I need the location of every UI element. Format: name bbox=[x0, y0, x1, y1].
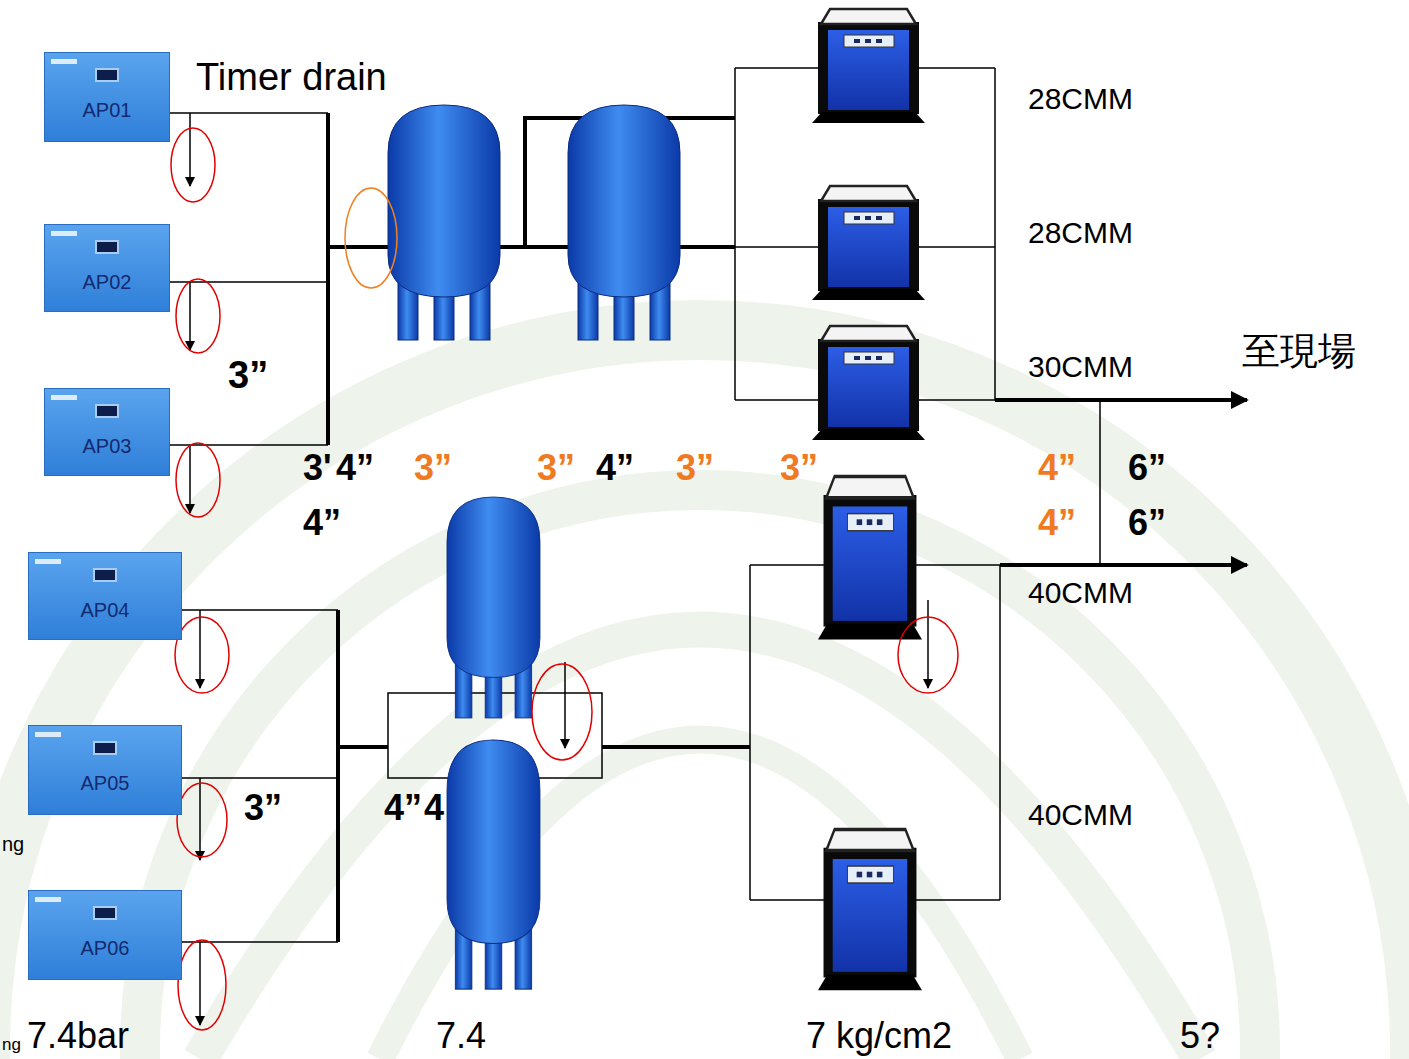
pipe-annotation: 28CMM bbox=[1028, 218, 1133, 248]
pipe-annotation: 6” bbox=[1128, 450, 1166, 486]
control-screen bbox=[93, 741, 117, 755]
pipe-annotation: Timer drain bbox=[196, 58, 387, 96]
pipe-annotation: 3” bbox=[676, 450, 714, 486]
control-screen bbox=[95, 68, 119, 82]
unit-name: AP05 bbox=[29, 772, 181, 794]
drain-arrows bbox=[190, 113, 928, 1025]
pipe-annotation: 3” bbox=[228, 356, 268, 394]
pipe-annotation: 4” bbox=[596, 450, 634, 486]
pipe-annotation: 7.4bar bbox=[27, 1018, 129, 1054]
pipe-annotation: 3' bbox=[303, 450, 332, 486]
dryers bbox=[812, 9, 925, 990]
pipe-annotation: 7.4 bbox=[436, 1018, 486, 1054]
pipe-annotation: 30CMM bbox=[1028, 352, 1133, 382]
unit-name: AP01 bbox=[45, 99, 169, 121]
unit-name: AP03 bbox=[45, 435, 169, 457]
pipe-annotation: ng bbox=[2, 1036, 21, 1053]
compressor-unit: AP03 bbox=[44, 388, 170, 476]
control-screen bbox=[93, 906, 117, 920]
pipe-annotation: 5? bbox=[1180, 1018, 1220, 1054]
brand-strip bbox=[51, 231, 77, 236]
compressor-unit: AP01 bbox=[44, 52, 170, 142]
watermark bbox=[0, 330, 1409, 1059]
brand-strip bbox=[51, 395, 77, 400]
compressor-unit: AP05 bbox=[28, 725, 182, 815]
pipe-annotation: 40CMM bbox=[1028, 578, 1133, 608]
brand-strip bbox=[35, 897, 61, 902]
pipe-annotation: 至現場 bbox=[1242, 332, 1356, 370]
pipe-annotation: 3” bbox=[537, 450, 575, 486]
compressor-unit: AP06 bbox=[28, 890, 182, 980]
pipe-annotation: 3” bbox=[780, 450, 818, 486]
pipe-annotation: 4” bbox=[303, 505, 341, 541]
pipe-annotation: 4” bbox=[1038, 505, 1076, 541]
brand-strip bbox=[51, 59, 77, 64]
pipe-annotation: 3” bbox=[414, 450, 452, 486]
pipe-annotation: 4” bbox=[336, 450, 374, 486]
pipe-annotation: 6” bbox=[1128, 505, 1166, 541]
pipe-annotation: 40CMM bbox=[1028, 800, 1133, 830]
pipe-annotation: 3” bbox=[244, 790, 282, 826]
control-screen bbox=[95, 240, 119, 254]
pipe-annotation: 28CMM bbox=[1028, 84, 1133, 114]
pipe-annotation: 7 kg/cm2 bbox=[806, 1018, 952, 1054]
compressor-unit: AP02 bbox=[44, 224, 170, 312]
unit-name: AP04 bbox=[29, 599, 181, 621]
unit-name: AP06 bbox=[29, 937, 181, 959]
pipe-annotation: 4 bbox=[424, 790, 444, 826]
pipe-annotation: 4” bbox=[384, 790, 422, 826]
control-screen bbox=[95, 404, 119, 418]
pipe-annotation: 4” bbox=[1038, 450, 1076, 486]
pipe-annotation: ng bbox=[2, 834, 24, 854]
drain-highlights bbox=[171, 128, 958, 1030]
pipes bbox=[170, 68, 1247, 942]
brand-strip bbox=[35, 732, 61, 737]
unit-name: AP02 bbox=[45, 271, 169, 293]
control-screen bbox=[93, 568, 117, 582]
tanks bbox=[388, 105, 680, 989]
brand-strip bbox=[35, 559, 61, 564]
compressor-unit: AP04 bbox=[28, 552, 182, 640]
